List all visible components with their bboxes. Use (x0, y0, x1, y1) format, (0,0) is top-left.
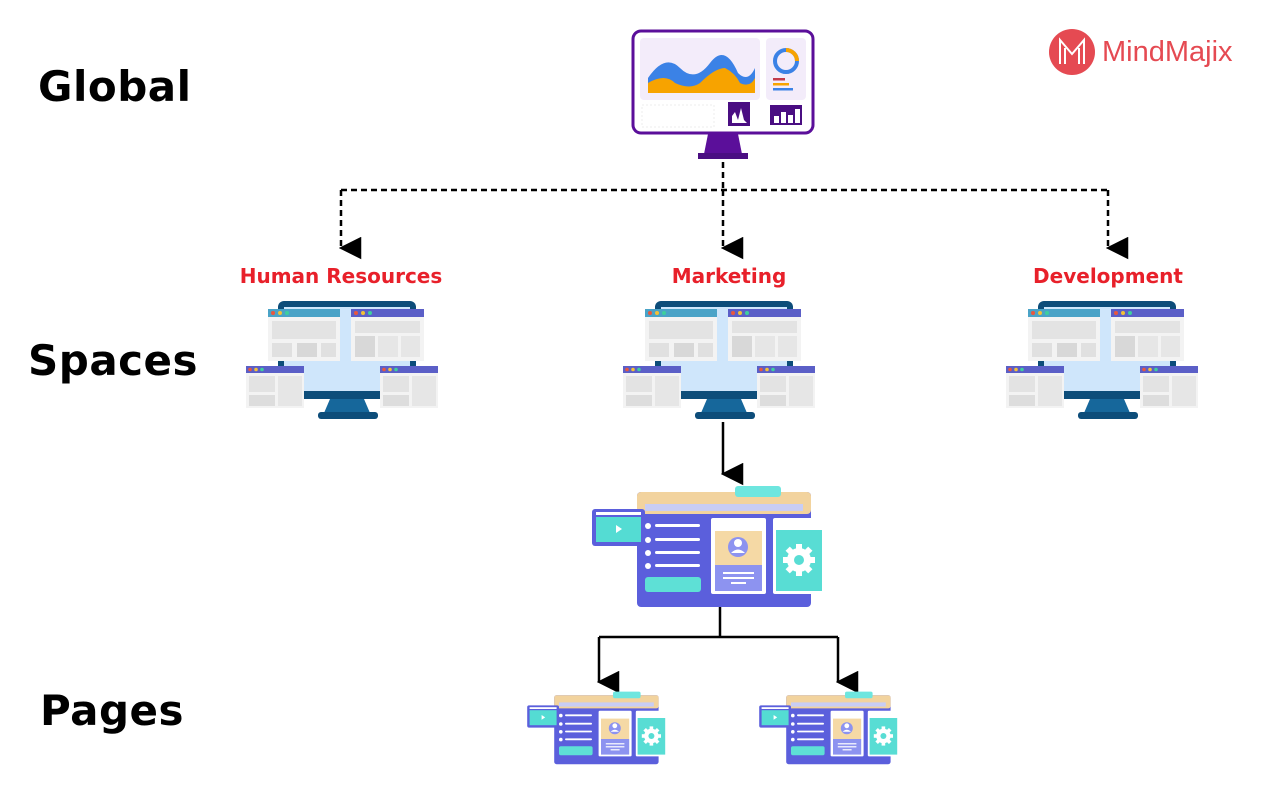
space-label-development: Development (1033, 264, 1183, 288)
space-monitor-development (1000, 295, 1210, 425)
mindmajix-logo: MindMajix (1048, 28, 1233, 76)
level-label-global: Global (38, 62, 192, 111)
logo-text: MindMajix (1102, 35, 1233, 68)
level-label-pages: Pages (40, 686, 185, 735)
page-illustration-2 (758, 688, 902, 766)
space-label-marketing: Marketing (671, 264, 787, 288)
space-monitor-marketing (617, 295, 827, 425)
space-monitor-human-resources (240, 295, 450, 425)
level-label-spaces: Spaces (28, 336, 199, 385)
space-page-illustration (590, 480, 830, 610)
space-label-human-resources: Human Resources (239, 264, 443, 288)
page-illustration-1 (526, 688, 670, 766)
logo-icon (1049, 29, 1095, 75)
global-dashboard-monitor (631, 29, 815, 159)
